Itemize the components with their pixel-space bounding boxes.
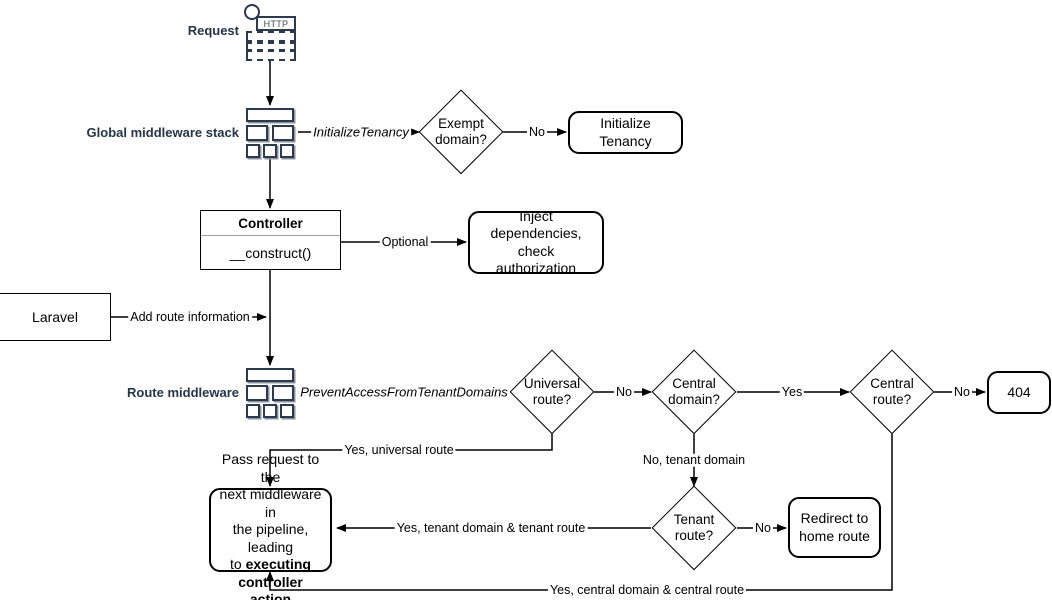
node-redirect-home-line2: home route xyxy=(799,527,870,544)
node-controller[interactable]: Controller __construct() xyxy=(200,210,341,270)
stack-block-half-1 xyxy=(246,125,268,141)
http-dashed-row-1-icon xyxy=(246,31,296,42)
stack-block-third-3 xyxy=(280,144,294,158)
decision-universal-route-text: Universal route? xyxy=(524,376,580,408)
node-pass-request-line3: the pipeline, leading xyxy=(232,521,309,555)
decision-central-domain-line1: Central xyxy=(672,375,716,391)
route-middleware-stack-icon xyxy=(246,368,298,418)
node-controller-method: __construct() xyxy=(229,244,312,261)
node-pass-request-line2: next middleware in xyxy=(219,486,322,520)
node-pass-request-line1: Pass request to the xyxy=(221,451,320,485)
decision-central-route-line1: Central xyxy=(870,375,914,391)
decision-central-route[interactable]: Central route? xyxy=(849,349,935,435)
stack-block-third-2 xyxy=(263,404,277,418)
stack-block-half-2 xyxy=(272,385,294,401)
decision-central-route-text: Central route? xyxy=(870,376,914,408)
decision-tenant-route-text: Tenant route? xyxy=(674,512,715,544)
decision-central-domain-text: Central domain? xyxy=(668,376,720,408)
node-initialize-tenancy[interactable]: Initialize Tenancy xyxy=(568,111,683,154)
edge-label-yes-central-domain-central-route: Yes, central domain & central route xyxy=(547,582,747,597)
stack-block-third-2 xyxy=(263,144,277,158)
stack-block-half-1 xyxy=(246,385,268,401)
node-redirect-home[interactable]: Redirect to home route xyxy=(788,497,881,558)
node-inject-dependencies[interactable]: Inject dependencies, check authorization xyxy=(468,208,604,276)
edge-label-exempt-no: No xyxy=(527,124,547,139)
decision-central-route-line2: route? xyxy=(872,392,912,407)
node-laravel[interactable]: Laravel xyxy=(0,293,111,341)
decision-tenant-route-line2: route? xyxy=(674,528,714,543)
edge-label-initialize-tenancy: InitializeTenancy xyxy=(311,124,411,140)
label-global-middleware-stack: Global middleware stack xyxy=(86,125,239,140)
http-request-icon: HTTP xyxy=(244,2,296,61)
edge-label-universal-no: No xyxy=(614,384,634,399)
node-laravel-label: Laravel xyxy=(32,309,78,325)
decision-tenant-route[interactable]: Tenant route? xyxy=(651,485,737,571)
http-badge: HTTP xyxy=(256,16,296,31)
edge-label-no-tenant-domain: No, tenant domain xyxy=(640,452,748,467)
decision-exempt-domain[interactable]: Exempt domain? xyxy=(418,89,504,175)
node-pass-request-line4: to xyxy=(230,556,246,573)
stack-block-third-3 xyxy=(280,404,294,418)
node-pass-request-text: Pass request to the next middleware in t… xyxy=(211,451,330,600)
stack-block-third-1 xyxy=(246,404,260,418)
stack-block-full xyxy=(246,108,294,122)
decision-universal-route[interactable]: Universal route? xyxy=(509,349,595,435)
node-initialize-tenancy-label: Initialize Tenancy xyxy=(599,115,652,149)
label-request: Request xyxy=(187,23,239,38)
edge-label-optional: Optional xyxy=(379,234,431,249)
global-middleware-stack-icon xyxy=(246,108,298,158)
decision-central-domain-line2: domain? xyxy=(668,392,720,407)
decision-exempt-domain-line2: domain? xyxy=(435,132,487,147)
node-pass-request[interactable]: Pass request to the next middleware in t… xyxy=(209,451,332,600)
edge-label-central-domain-yes: Yes xyxy=(779,384,805,399)
node-pass-request-line4-bold: executing xyxy=(245,556,311,573)
node-redirect-home-text: Redirect to home route xyxy=(793,510,876,545)
decision-universal-route-line1: Universal xyxy=(523,375,581,391)
node-inject-dependencies-line1: Inject dependencies, xyxy=(490,207,582,242)
edge-label-yes-tenant-domain-tenant-route: Yes, tenant domain & tenant route xyxy=(394,520,588,535)
edge-label-prevent-access: PreventAccessFromTenantDomains xyxy=(298,384,510,400)
decision-central-domain[interactable]: Central domain? xyxy=(651,349,737,435)
stack-block-full xyxy=(246,368,294,382)
decision-universal-route-line2: route? xyxy=(532,392,572,407)
node-404-label: 404 xyxy=(1007,383,1031,400)
stack-block-third-1 xyxy=(246,144,260,158)
edge-label-central-route-no: No xyxy=(952,384,972,399)
node-inject-dependencies-text: Inject dependencies, check authorization xyxy=(470,208,602,278)
edge-label-add-route-information: Add route information xyxy=(128,309,252,324)
node-redirect-home-line1: Redirect to xyxy=(800,510,869,526)
decision-exempt-domain-line1: Exempt xyxy=(438,115,484,131)
stack-block-half-2 xyxy=(272,125,294,141)
decision-tenant-route-line1: Tenant xyxy=(673,511,715,527)
node-404[interactable]: 404 xyxy=(987,371,1051,414)
decision-exempt-domain-text: Exempt domain? xyxy=(435,116,487,148)
node-controller-title: Controller xyxy=(201,211,340,236)
http-dashed-row-3-icon xyxy=(246,50,296,61)
label-route-middleware: Route middleware xyxy=(127,385,239,400)
edge-label-yes-universal-route: Yes, universal route xyxy=(342,442,456,457)
node-inject-dependencies-line2: check authorization xyxy=(495,242,577,277)
node-pass-request-line5-bold: controller action xyxy=(238,573,303,600)
edge-label-tenant-route-no: No xyxy=(753,520,773,535)
